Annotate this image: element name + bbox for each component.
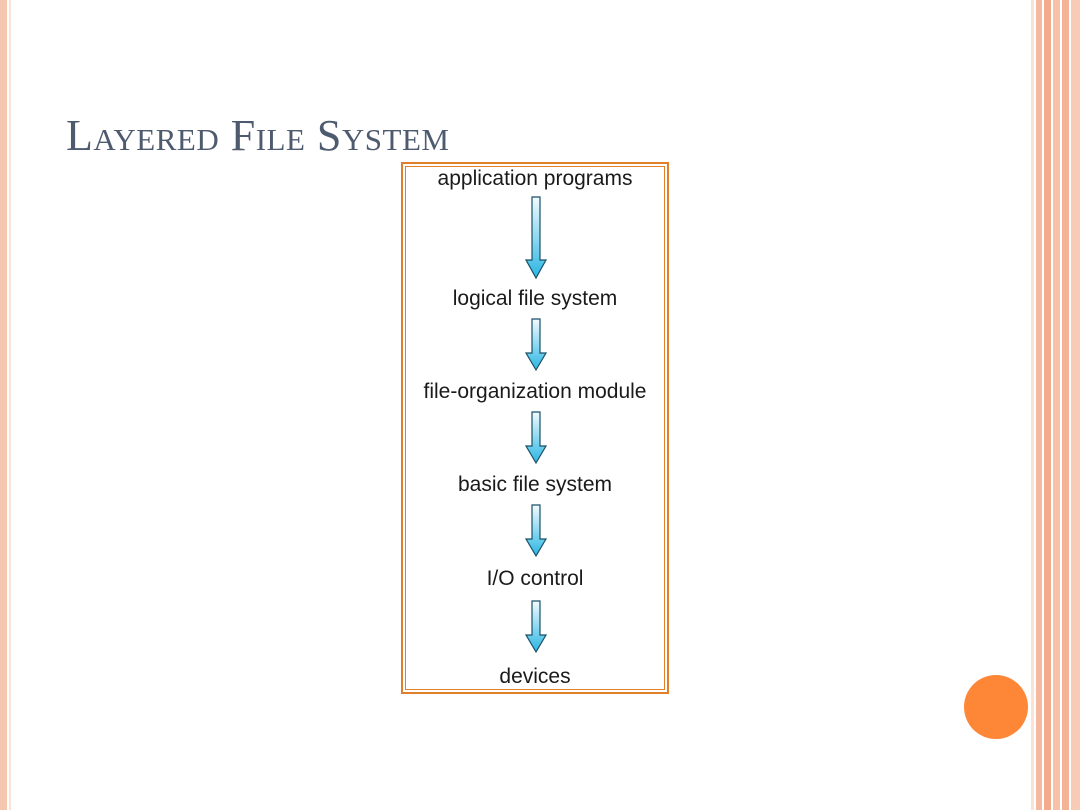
- slide-title: Layered File System: [66, 111, 450, 160]
- layer-io-control: I/O control: [486, 567, 584, 590]
- down-arrow-icon: [524, 196, 548, 280]
- right-border-stripe: [1062, 0, 1069, 810]
- layer-logical-file-system: logical file system: [452, 287, 618, 310]
- right-border-stripe: [1044, 0, 1051, 810]
- down-arrow-icon: [524, 504, 548, 558]
- down-arrow-icon: [524, 411, 548, 465]
- right-border-stripe: [1036, 0, 1042, 810]
- right-border-stripe: [1031, 0, 1034, 810]
- down-arrow-icon: [524, 600, 548, 654]
- right-border-stripe: [1071, 0, 1080, 810]
- layer-devices: devices: [499, 665, 571, 688]
- left-border-stripe-thin: [9, 0, 11, 810]
- down-arrow-icon: [524, 318, 548, 372]
- left-border-stripe: [0, 0, 7, 810]
- layer-basic-file-system: basic file system: [457, 473, 613, 496]
- layer-application-programs: application programs: [437, 167, 633, 190]
- layer-file-organization-module: file-organization module: [423, 380, 647, 403]
- diagram-frame-inner-border: [405, 166, 665, 690]
- decorative-orange-circle: [964, 675, 1028, 739]
- right-border-stripe: [1053, 0, 1060, 810]
